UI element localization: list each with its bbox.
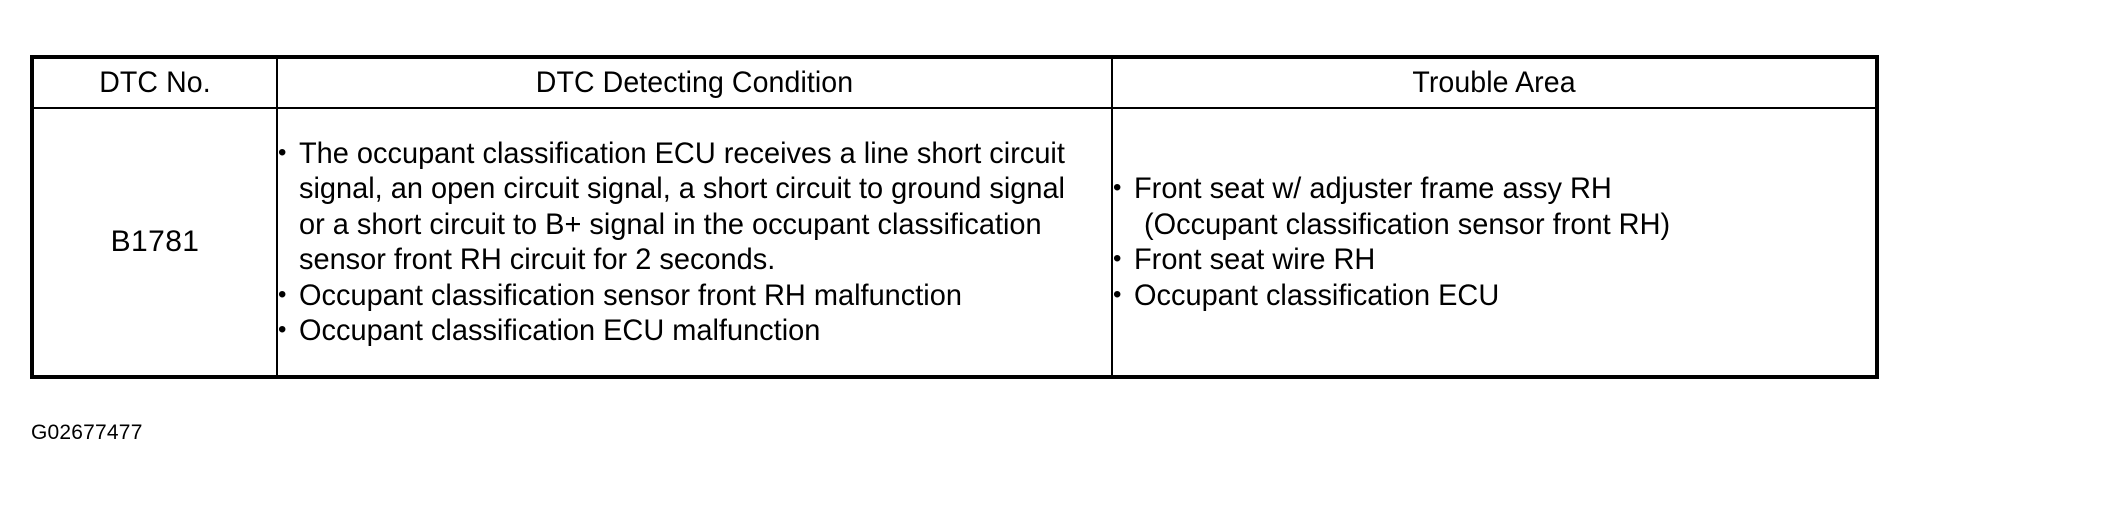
list-item: Front seat wire RH — [1113, 241, 1875, 278]
detecting-condition-line: or a short circuit to B+ signal in the o… — [299, 207, 1042, 241]
cell-dtc-detecting-condition: The occupant classification ECU receives… — [276, 107, 1113, 379]
detecting-condition-line: sensor front RH circuit for 2 seconds. — [299, 243, 776, 276]
detecting-condition-line: Occupant classification sensor front RH … — [299, 278, 962, 312]
trouble-area-line: Front seat w/ adjuster frame assy RH — [1134, 172, 1612, 205]
detecting-condition-line: Occupant classification ECU malfunction — [299, 314, 821, 347]
dtc-code-value: B1781 — [110, 225, 200, 258]
list-item: Front seat w/ adjuster frame assy RH (Oc… — [1113, 170, 1875, 242]
column-header-dtc-detecting-condition: DTC Detecting Condition — [296, 55, 1093, 109]
table-row: B1781 The occupant classification ECU re… — [30, 107, 1879, 379]
figure-reference-code: G02677477 — [31, 421, 143, 444]
dtc-table: DTC No. DTC Detecting Condition Trouble … — [30, 55, 1879, 379]
trouble-area-line: Front seat wire RH — [1134, 243, 1376, 276]
column-header-trouble-area: Trouble Area — [1130, 55, 1860, 109]
cell-trouble-area: Front seat w/ adjuster frame assy RH (Oc… — [1111, 107, 1879, 379]
column-header-dtc-detecting-condition-label: DTC Detecting Condition — [535, 66, 854, 99]
trouble-area-list: Front seat w/ adjuster frame assy RH (Oc… — [1113, 170, 1875, 314]
list-item: Occupant classification ECU malfunction — [278, 312, 1111, 349]
list-item: Occupant classification sensor front RH … — [278, 277, 1111, 314]
column-header-dtc-no-label: DTC No. — [99, 66, 211, 99]
detecting-condition-line: signal, an open circuit signal, a short … — [299, 172, 1065, 205]
table-header-row: DTC No. DTC Detecting Condition Trouble … — [32, 55, 1877, 109]
trouble-area-line: (Occupant classification sensor front RH… — [1144, 207, 1671, 241]
list-item: The occupant classification ECU receives… — [278, 135, 1111, 278]
detecting-condition-list: The occupant classification ECU receives… — [278, 135, 1111, 349]
list-item: Occupant classification ECU — [1113, 277, 1875, 314]
detecting-condition-line: The occupant classification ECU receives… — [299, 136, 1065, 170]
trouble-area-line: Occupant classification ECU — [1134, 278, 1500, 312]
column-header-dtc-no: DTC No. — [36, 55, 272, 109]
column-header-trouble-area-label: Trouble Area — [1412, 66, 1576, 99]
cell-dtc-no: B1781 — [30, 107, 278, 379]
